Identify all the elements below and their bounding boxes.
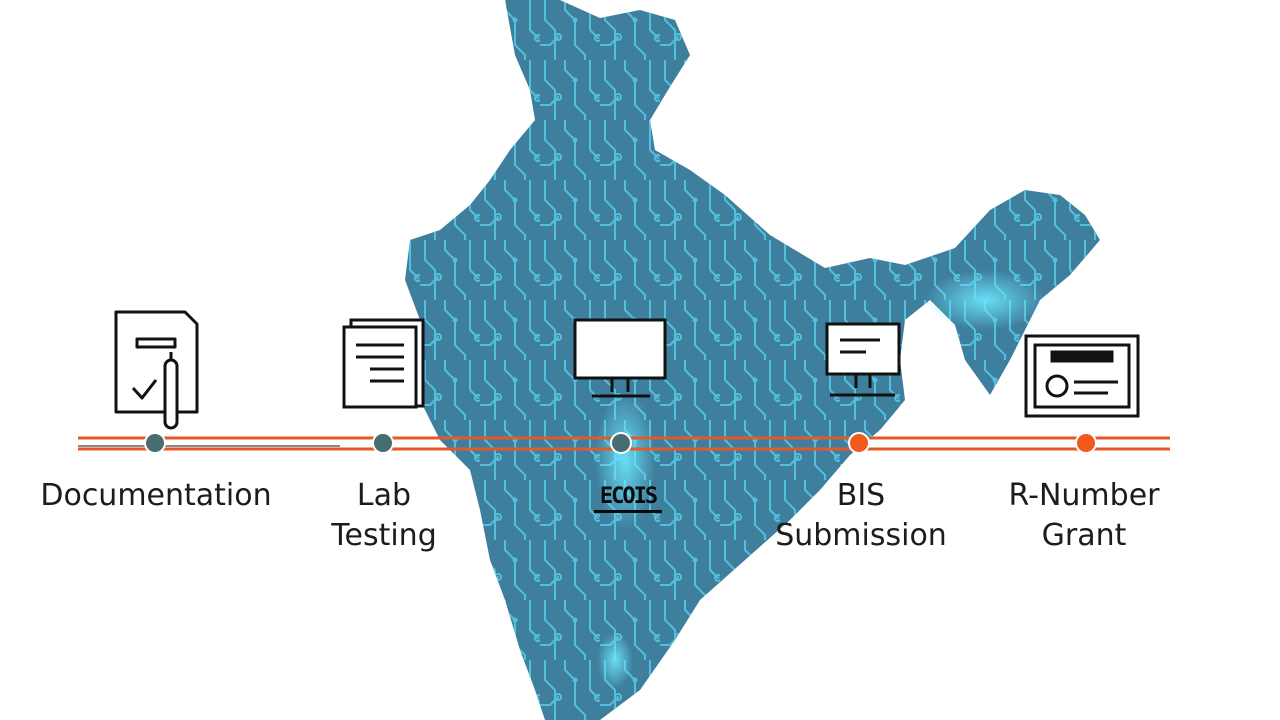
- step-label-r-number-grant: R-Number Grant: [1009, 476, 1160, 556]
- step-label-line: Documentation: [40, 478, 272, 513]
- node-bis-submission: [848, 432, 870, 454]
- map-glow-south: [597, 632, 633, 688]
- center-garbled-text: ECOIS: [593, 484, 663, 513]
- step-label-line: Submission: [775, 518, 947, 553]
- document-checklist-icon: [114, 310, 199, 430]
- notepad-icon: [342, 318, 425, 409]
- monitor-icon: [573, 318, 667, 398]
- step-label-bis-submission: BIS Submission: [775, 476, 947, 556]
- certificate-icon: [1024, 334, 1140, 418]
- computer-monitor-icon: [825, 322, 901, 397]
- step-label-documentation: Documentation: [40, 476, 271, 516]
- step-label-line: BIS: [836, 478, 886, 513]
- map-glow-center: [595, 390, 655, 530]
- step-label-line: Grant: [1041, 518, 1127, 553]
- map-glow-northeast: [925, 270, 1045, 330]
- node-center: [610, 432, 632, 454]
- node-r-number-grant: [1075, 432, 1097, 454]
- node-documentation: [144, 432, 166, 454]
- step-label-line: R-Number: [1008, 478, 1160, 513]
- timeline-nodes: [144, 432, 1097, 454]
- node-lab-testing: [372, 432, 394, 454]
- step-label-lab-testing: Lab Testing: [331, 476, 436, 556]
- step-label-line: Lab: [356, 478, 412, 513]
- step-label-line: Testing: [331, 518, 437, 553]
- india-circuit-map: [405, 0, 1100, 720]
- map-circuit-overlay: [405, 0, 1100, 720]
